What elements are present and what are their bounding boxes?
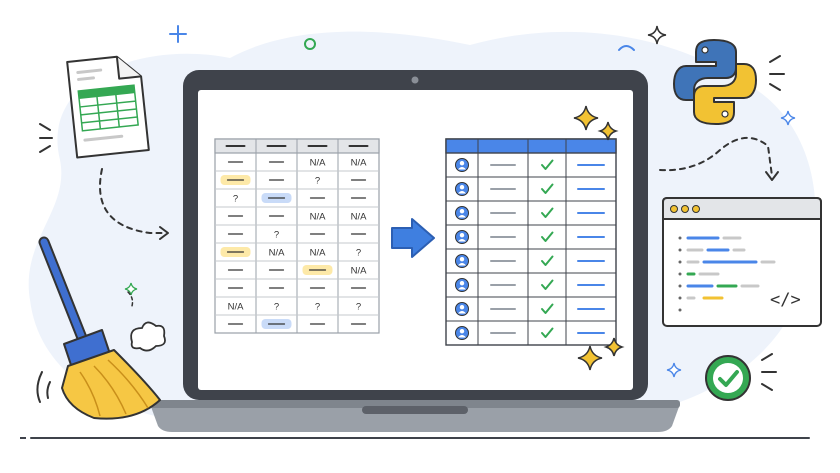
dirty-table-cell: ?	[356, 302, 361, 313]
checkmark-icon	[541, 303, 554, 314]
code-symbol: </>	[770, 290, 801, 310]
sparkle-outline-icon	[666, 362, 682, 378]
checkmark-icon	[541, 159, 554, 170]
user-avatar-head	[459, 185, 465, 190]
broom-icon	[36, 236, 166, 420]
dirty-table-cell: N/A	[351, 158, 368, 169]
user-avatar-body	[458, 215, 466, 218]
clean-table-header	[445, 138, 617, 154]
dirty-table-cell: ?	[274, 230, 279, 241]
user-avatar-body	[458, 239, 466, 242]
sparkle-icon	[573, 105, 619, 141]
wave-decoration	[618, 45, 635, 51]
clean-table	[445, 138, 617, 346]
user-avatar-head	[459, 209, 465, 214]
plus-decoration	[169, 25, 187, 43]
dirty-table: N/A N/A?? N/A N/A? N/A N/A? N/A N/A???	[214, 138, 380, 334]
sparkle-icon	[577, 337, 625, 371]
transform-arrow-icon	[391, 218, 435, 258]
checkmark-icon	[541, 255, 554, 266]
user-avatar-body	[458, 167, 466, 170]
motion-lines	[39, 123, 53, 153]
ground-line-left-dash	[20, 437, 26, 439]
circle-decoration	[304, 38, 316, 50]
user-avatar-body	[458, 335, 466, 338]
dirty-table-cell: N/A	[310, 212, 327, 223]
dashed-arrow-right	[659, 137, 779, 181]
user-avatar-head	[459, 257, 465, 262]
dirty-table-cell: N/A	[310, 248, 327, 259]
dirty-table-cell: N/A	[269, 248, 286, 259]
checkmark-icon	[541, 183, 554, 194]
motion-lines	[769, 55, 785, 91]
user-avatar-body	[458, 263, 466, 266]
clean-table-border	[445, 138, 617, 346]
checkmark-icon	[541, 327, 554, 338]
dirty-table-cell: N/A	[351, 266, 368, 277]
dirty-table-cell: ?	[274, 302, 279, 313]
sparkle-outline-icon	[780, 110, 796, 126]
checkmark-icon	[541, 231, 554, 242]
user-avatar-head	[459, 329, 465, 334]
dirty-table-cell: ?	[315, 302, 320, 313]
dirty-table-cell: ?	[356, 248, 361, 259]
user-avatar-body	[458, 191, 466, 194]
dashed-arrow-left	[99, 168, 169, 240]
user-avatar-body	[458, 311, 466, 314]
dirty-table-cell: ?	[315, 176, 320, 187]
sparkle-outline-icon	[124, 282, 138, 296]
user-avatar-head	[459, 233, 465, 238]
code-editor-window-illustration	[662, 197, 822, 327]
spreadsheet-file-icon	[66, 55, 150, 159]
user-avatar-head	[459, 161, 465, 166]
success-check-circle-icon	[705, 355, 751, 401]
checkmark-icon	[541, 207, 554, 218]
motion-lines	[761, 353, 777, 391]
python-logo-icon	[673, 39, 757, 125]
dirty-table-cell: N/A	[310, 158, 327, 169]
sparkle-outline-icon	[647, 25, 667, 45]
ground-line	[30, 437, 810, 439]
code-editor-window-icon: </>	[662, 197, 822, 327]
user-avatar-head	[459, 305, 465, 310]
user-avatar-head	[459, 281, 465, 286]
dirty-table-cell: N/A	[228, 302, 245, 313]
checkmark-icon	[541, 279, 554, 290]
user-avatar-body	[458, 287, 466, 290]
dirty-table-cell: ?	[233, 194, 238, 205]
dirty-table-cell: N/A	[351, 212, 368, 223]
